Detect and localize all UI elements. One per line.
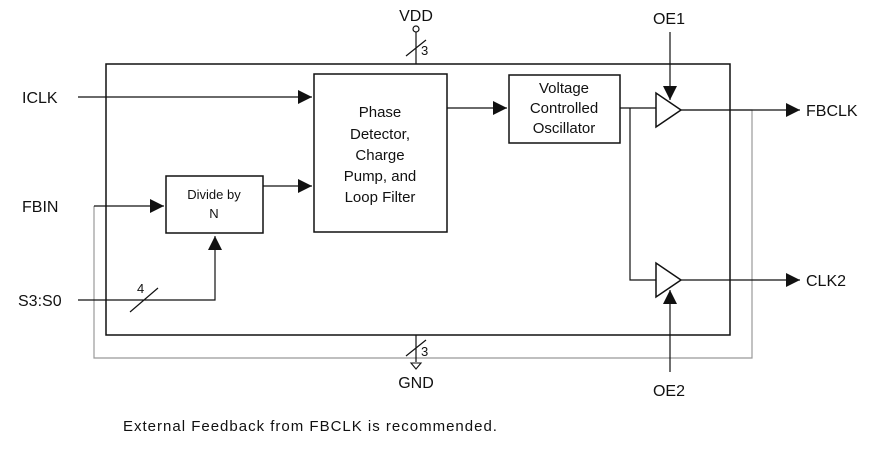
sel-width-label: 4 [137, 281, 144, 296]
divider-block [165, 175, 264, 234]
oe2-label: OE2 [653, 383, 685, 400]
ground-icon [409, 362, 423, 370]
gnd-bus-slash [405, 339, 427, 357]
gnd-label: GND [398, 375, 434, 392]
vdd-label: VDD [399, 8, 433, 25]
iclk-label: ICLK [22, 90, 58, 107]
gnd-width-label: 3 [421, 344, 428, 359]
divider-label-line2: N [209, 206, 218, 221]
fbin-label: FBIN [22, 199, 58, 216]
vco-label-line2: Controlled [530, 100, 598, 117]
sel-label: S3:S0 [18, 293, 62, 310]
divider-label-line1: Divide by [187, 187, 241, 202]
select-bus-wire [78, 236, 222, 301]
phase-detector-block [313, 73, 448, 233]
fbclk-label: FBCLK [806, 103, 858, 120]
vco-label-line1: Voltage [539, 80, 589, 97]
vco-to-clk2-wire [629, 108, 656, 281]
oe1-label: OE1 [653, 11, 685, 28]
chip-outline [105, 63, 731, 336]
vco-block [508, 74, 621, 144]
clk2-label: CLK2 [806, 273, 846, 290]
vdd-bus-slash [405, 39, 427, 57]
pll-label-line4: Pump, and [344, 168, 417, 185]
vdd-terminal [412, 25, 420, 33]
select-bus-slash [129, 287, 159, 313]
pll-label-line2: Detector, [350, 126, 410, 143]
pll-label-line3: Charge [355, 147, 404, 164]
pll-label-line5: Loop Filter [345, 189, 416, 206]
vdd-width-label: 3 [421, 43, 428, 58]
vco-label-line3: Oscillator [533, 120, 596, 137]
clk2-buffer [655, 261, 683, 299]
caption: External Feedback from FBCLK is recommen… [123, 418, 498, 435]
pll-label-line1: Phase [359, 104, 402, 121]
fbclk-buffer [655, 91, 683, 129]
